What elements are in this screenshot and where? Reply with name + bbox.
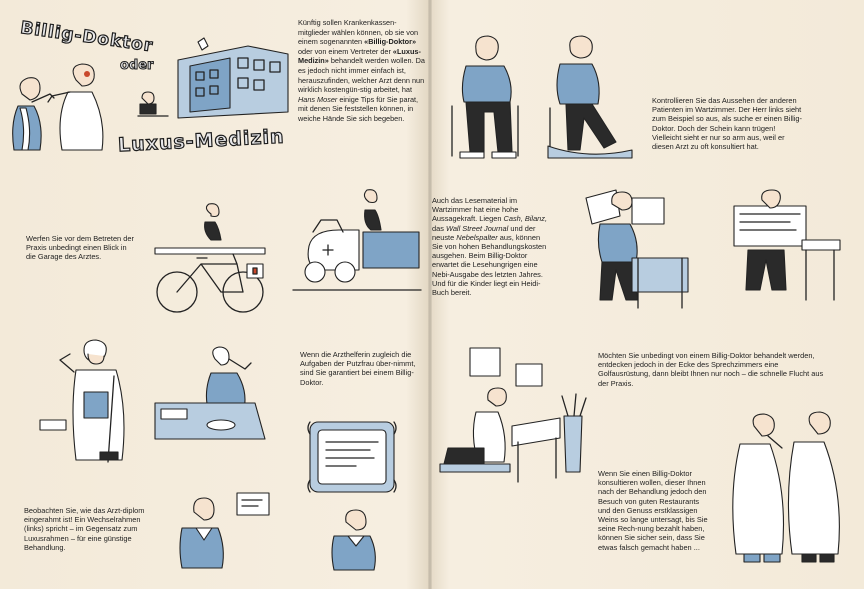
car-garage-illustration: [292, 189, 422, 291]
two-doctors-illustration: [12, 63, 104, 151]
patient-reading-financial-paper-illustration: [733, 189, 841, 301]
rich-patient-illustration: [547, 35, 633, 159]
caption-reading: Auch das Lesematerial im Wartzimmer hat …: [432, 196, 548, 298]
caption-golf: Möchten Sie unbedingt von einem Billig-D…: [598, 351, 824, 388]
bicycle-garage-illustration: [154, 203, 266, 313]
doctor-portrait-right-illustration: [331, 509, 376, 571]
caption-assistant: Wenn die Arzthelferin zugleich die Aufga…: [300, 350, 416, 387]
poor-patient-illustration: [451, 35, 519, 159]
hospital-building-illustration: [137, 37, 289, 119]
luxury-diploma-frame-illustration: [307, 421, 397, 493]
caption-patients: Kontrollieren Sie das Aussehen der ander…: [652, 96, 802, 152]
caption-restaurant: Wenn Sie einen Billig-Doktor konsultiere…: [598, 469, 708, 552]
doctor-portrait-left-illustration: [179, 497, 224, 569]
nurse-with-broom-illustration: [39, 339, 125, 463]
exam-room-golf-bag-illustration: [439, 347, 587, 483]
intro-paragraph: Künftig sollen Krankenkassen-mitglieder …: [298, 18, 425, 123]
title-oder: oder: [119, 58, 154, 74]
doctors-conversation-illustration: [732, 411, 840, 563]
receptionist-desk-illustration: [154, 346, 266, 440]
patient-reading-old-magazine-illustration: [585, 189, 689, 309]
simple-diploma-frame-illustration: [236, 492, 270, 516]
page-gutter: [428, 0, 432, 589]
caption-diploma: Beobachten Sie, wie das Arzt-diplom eing…: [24, 506, 145, 552]
caption-garage: Werfen Sie vor dem Betreten der Praxis u…: [26, 234, 134, 262]
